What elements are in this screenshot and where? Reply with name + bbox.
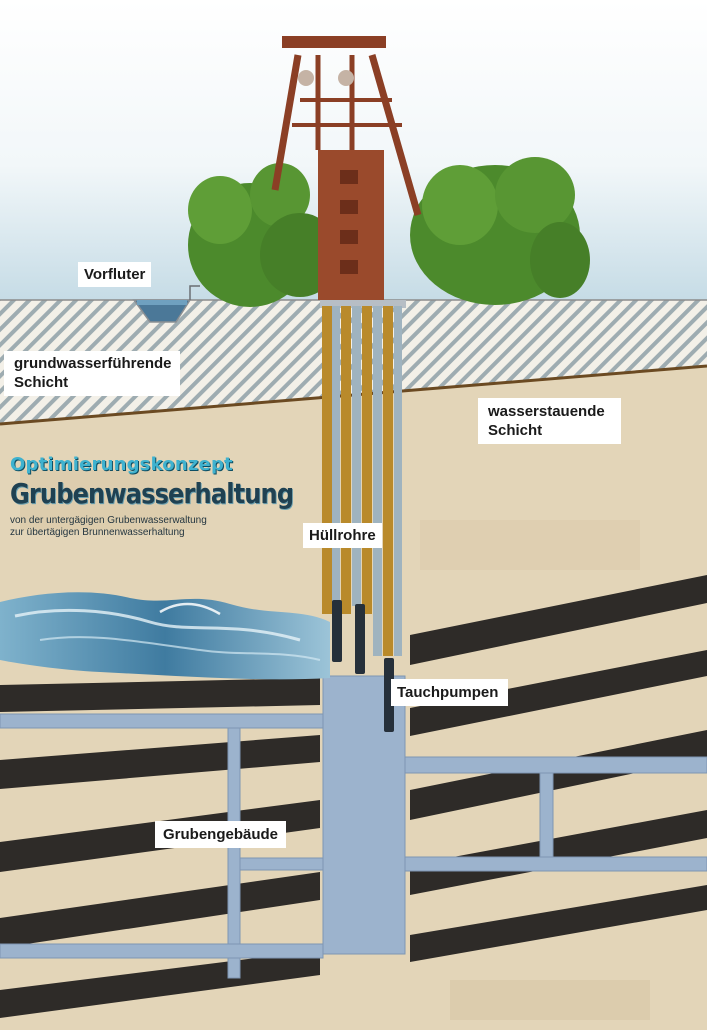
vorfluter-label: Vorfluter bbox=[78, 262, 152, 287]
coal-seam bbox=[410, 730, 707, 820]
pump bbox=[332, 600, 342, 662]
submersible-pumps-label: Tauchpumpen bbox=[391, 679, 509, 706]
mine-workings-label: Grubengebäude bbox=[155, 821, 287, 848]
aquifer-label-line1: grundwasserführende bbox=[14, 355, 172, 372]
submersible-pumps bbox=[332, 600, 394, 732]
aquifer-layer-label: grundwasserführende Schicht bbox=[4, 351, 180, 396]
coal-seam bbox=[0, 678, 320, 712]
water-splash bbox=[0, 592, 330, 680]
gallery bbox=[404, 856, 707, 872]
coal-seam bbox=[410, 575, 707, 665]
subtitle-line1: von der untergägigen Grubenwasserwaltung bbox=[10, 515, 207, 526]
aquitard-label-line1: wasserstauende bbox=[488, 403, 605, 420]
casing-tube bbox=[322, 306, 332, 614]
coal-seam bbox=[410, 885, 707, 962]
coal-seam bbox=[410, 810, 707, 895]
concept-title: Optimierungskonzept bbox=[10, 454, 233, 475]
aquifer-label-line2: Schicht bbox=[14, 374, 69, 391]
subtitle-line2: zur übertägigen Brunnenwasserhaltung bbox=[10, 527, 185, 538]
main-title: Grubenwasserhaltung bbox=[10, 477, 294, 510]
pump bbox=[384, 658, 394, 732]
casing-tube bbox=[362, 306, 372, 614]
mine-workings bbox=[0, 675, 707, 979]
vertical-shaft bbox=[539, 772, 554, 858]
coal-seams bbox=[0, 575, 707, 1018]
coal-seam bbox=[410, 650, 707, 736]
gallery bbox=[404, 756, 707, 774]
gallery bbox=[0, 713, 324, 729]
title-block: Optimierungskonzept Grubenwasserhaltung … bbox=[10, 454, 310, 539]
riser-pipe bbox=[352, 306, 361, 606]
mine-headframe-illustration bbox=[271, 36, 422, 300]
receiving-stream bbox=[132, 285, 200, 323]
casing-tube bbox=[383, 306, 393, 656]
casing-tubes-label: Hüllrohre bbox=[303, 523, 382, 548]
riser-pipe bbox=[332, 306, 340, 606]
gallery bbox=[0, 943, 324, 959]
pump bbox=[355, 604, 365, 674]
casing-tube bbox=[341, 306, 351, 614]
vertical-shaft bbox=[227, 727, 241, 979]
gallery bbox=[239, 857, 324, 871]
casing-tubes bbox=[320, 300, 406, 656]
aquitard-label-line2: Schicht bbox=[488, 422, 543, 439]
riser-pipe bbox=[373, 306, 382, 656]
riser-pipe bbox=[394, 306, 402, 656]
well-head bbox=[320, 300, 406, 308]
aquitard-layer-label: wasserstauende Schicht bbox=[478, 398, 621, 444]
subtitle: von der untergägigen Grubenwasserwaltung… bbox=[10, 515, 310, 539]
